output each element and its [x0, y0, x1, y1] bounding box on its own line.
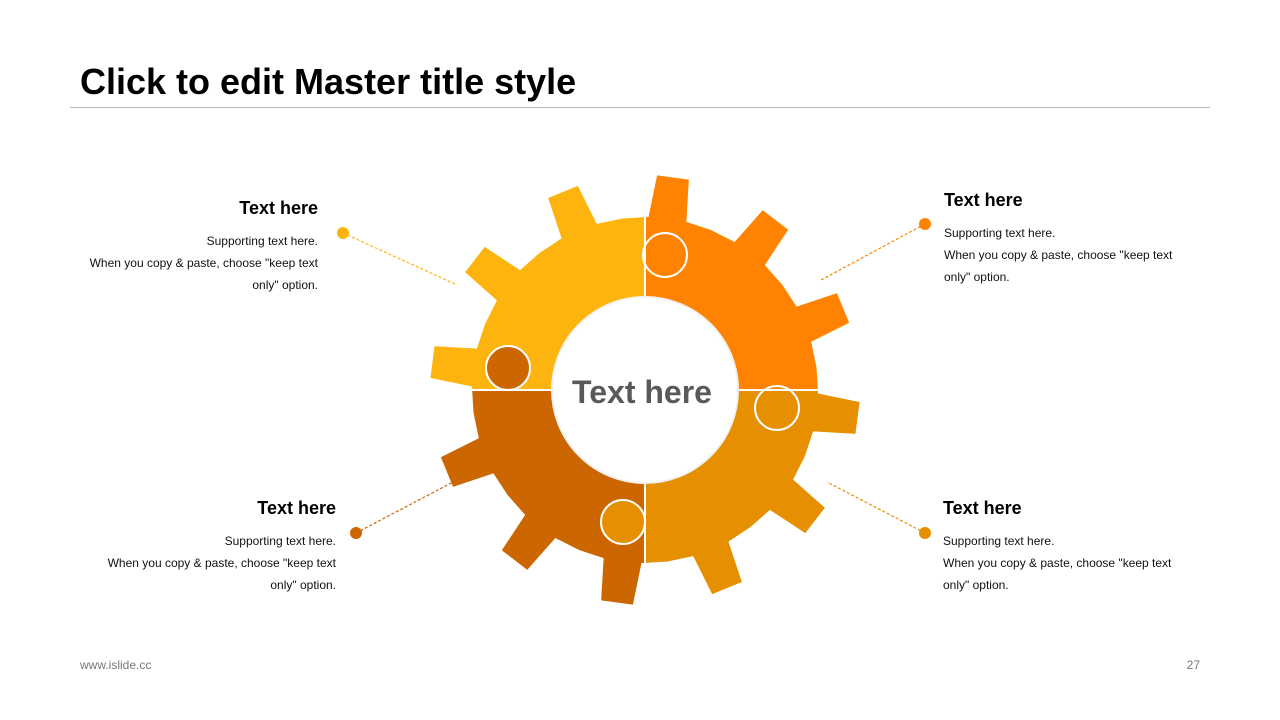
block-line: only" option.: [944, 270, 1010, 284]
text-block-top-right: Text here Supporting text here. When you…: [944, 188, 1184, 288]
block-line: only" option.: [270, 578, 336, 592]
block-line: Supporting text here.: [224, 534, 336, 548]
page-number: 27: [1186, 658, 1200, 672]
block-line: only" option.: [252, 278, 318, 292]
block-body: Supporting text here. When you copy & pa…: [944, 222, 1184, 288]
puzzle-knob-top: [642, 232, 688, 278]
block-line: When you copy & paste, choose "keep text: [943, 556, 1172, 570]
connector-line-top-left: [342, 232, 456, 285]
block-line: When you copy & paste, choose "keep text: [89, 256, 318, 270]
connector-dot-bottom-left: [350, 527, 362, 539]
block-heading: Text here: [239, 198, 318, 218]
puzzle-knob-right: [754, 385, 800, 431]
connector-line-bottom-right: [826, 481, 926, 534]
text-block-bottom-right: Text here Supporting text here. When you…: [943, 496, 1183, 596]
slide-title: Click to edit Master title style: [80, 61, 577, 102]
block-line: When you copy & paste, choose "keep text: [107, 556, 336, 570]
block-heading: Text here: [943, 498, 1022, 518]
connector-dot-top-left: [337, 227, 349, 239]
connector-line-top-right: [820, 223, 926, 281]
block-heading: Text here: [257, 498, 336, 518]
connector-line-bottom-left: [355, 480, 456, 534]
puzzle-knob-bottom: [600, 499, 646, 545]
connector-dot-top-right: [919, 218, 931, 230]
block-line: When you copy & paste, choose "keep text: [944, 248, 1173, 262]
text-block-top-left: Text here Supporting text here. When you…: [78, 196, 318, 296]
footer-url: www.islide.cc: [80, 658, 152, 672]
title-divider: [70, 107, 1210, 108]
block-heading: Text here: [944, 190, 1023, 210]
block-body: Supporting text here. When you copy & pa…: [943, 530, 1183, 596]
block-line: only" option.: [943, 578, 1009, 592]
block-line: Supporting text here.: [206, 234, 318, 248]
block-line: Supporting text here.: [944, 226, 1056, 240]
block-line: Supporting text here.: [943, 534, 1055, 548]
block-body: Supporting text here. When you copy & pa…: [96, 530, 336, 596]
center-circle: [551, 296, 739, 484]
block-body: Supporting text here. When you copy & pa…: [78, 230, 318, 296]
center-label: Text here: [572, 374, 712, 410]
puzzle-knob-left: [485, 345, 531, 391]
connector-dot-bottom-right: [919, 527, 931, 539]
text-block-bottom-left: Text here Supporting text here. When you…: [96, 496, 336, 596]
